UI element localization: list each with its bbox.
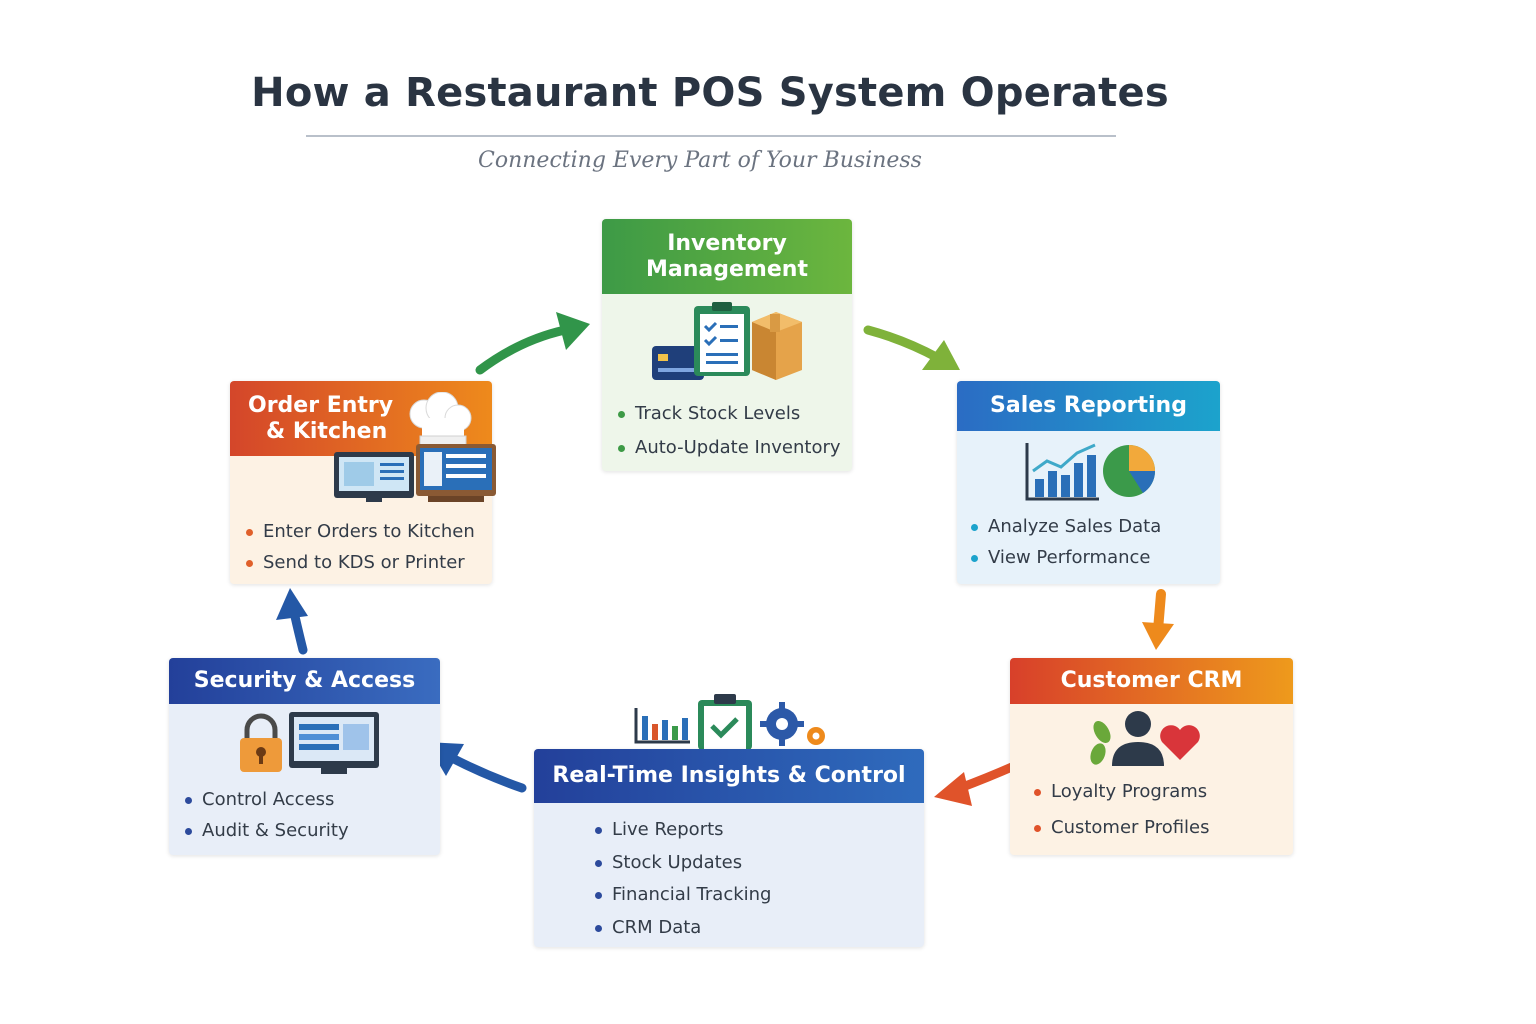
security-bullet-list: Control Access Audit & Security	[185, 784, 349, 846]
customer-crm-card: Customer CRM	[1010, 658, 1293, 855]
sales-reporting-card: Sales Reporting Analyze Sales Data View …	[957, 381, 1220, 584]
order-title-line1: Order Entry	[248, 392, 394, 418]
sales-card-header: Sales Reporting	[957, 381, 1220, 431]
customer-icon	[1112, 711, 1164, 766]
page-title: How a Restaurant POS System Operates	[251, 70, 1169, 116]
list-item: CRM Data	[595, 912, 771, 945]
page-subtitle: Connecting Every Part of Your Business	[478, 148, 922, 173]
inventory-bullet-list: Track Stock Levels Auto-Update Inventory	[618, 397, 841, 465]
security-icons	[240, 712, 379, 774]
security-access-card: Security & Access Control Access Audit &…	[169, 658, 440, 855]
padlock-icon	[240, 713, 282, 772]
list-item: View Performance	[971, 542, 1161, 573]
insights-bullet-list: Live Reports Stock Updates Financial Tra…	[595, 814, 771, 944]
arrow-security-to-order	[276, 588, 308, 655]
order-icons	[334, 392, 496, 502]
inventory-management-card: Inventory Management	[602, 219, 852, 471]
monitor-icon	[289, 712, 379, 774]
security-card-header: Security & Access	[169, 658, 440, 704]
heart-icon	[1160, 725, 1200, 760]
inventory-icons	[652, 302, 802, 380]
title-divider	[306, 135, 1116, 137]
insights-card-header: Real-Time Insights & Control	[534, 749, 924, 803]
crm-icons	[1090, 711, 1200, 766]
kitchen-display-icon	[416, 444, 496, 502]
list-item: Financial Tracking	[595, 879, 771, 912]
real-time-insights-card: Real-Time Insights & Control Live Report…	[534, 749, 924, 947]
list-item: Audit & Security	[185, 815, 349, 846]
pos-monitor-icon	[334, 452, 414, 502]
list-item: Loyalty Programs	[1034, 774, 1210, 810]
pie-chart-icon	[1103, 445, 1156, 497]
clipboard-check-icon	[698, 694, 752, 750]
crm-bullet-list-visible: Loyalty Programs Customer Profiles	[1034, 774, 1210, 846]
bar-chart-icon	[1025, 443, 1099, 501]
list-item: Stock Updates	[595, 847, 771, 880]
order-bullet-list: Enter Orders to Kitchen Send to KDS or P…	[246, 516, 475, 578]
arrow-sales-to-crm	[1142, 589, 1174, 650]
order-title-line2: & Kitchen	[266, 418, 388, 444]
chef-hat-icon	[409, 392, 472, 447]
inventory-title-line1: Inventory	[667, 230, 787, 256]
list-item: Track Stock Levels	[618, 397, 841, 431]
arrow-insights-to-security	[426, 742, 527, 793]
leaf-icon	[1090, 721, 1111, 765]
list-item: Analyze Sales Data	[971, 511, 1161, 542]
clipboard-checklist-icon	[694, 302, 750, 376]
bar-chart-icon	[634, 708, 690, 744]
gears-icon	[760, 702, 825, 746]
crm-card-header: Customer CRM	[1010, 658, 1293, 704]
sales-icons	[1025, 443, 1156, 501]
box-icon	[752, 312, 802, 380]
insights-icons	[634, 694, 825, 750]
list-item: Live Reports	[595, 814, 771, 847]
inventory-title-line2: Management	[646, 256, 808, 282]
list-item: Auto-Update Inventory	[618, 431, 841, 465]
inventory-card-header: Inventory Management	[602, 219, 852, 294]
list-item: Customer Profiles	[1034, 810, 1210, 846]
list-item: Send to KDS or Printer	[246, 547, 475, 578]
arrow-order-to-inventory	[475, 312, 590, 375]
arrow-inventory-to-sales	[863, 325, 960, 370]
list-item: Enter Orders to Kitchen	[246, 516, 475, 547]
list-item: Control Access	[185, 784, 349, 815]
sales-bullet-list: Analyze Sales Data View Performance	[971, 511, 1161, 573]
credit-card-icon	[652, 346, 704, 380]
